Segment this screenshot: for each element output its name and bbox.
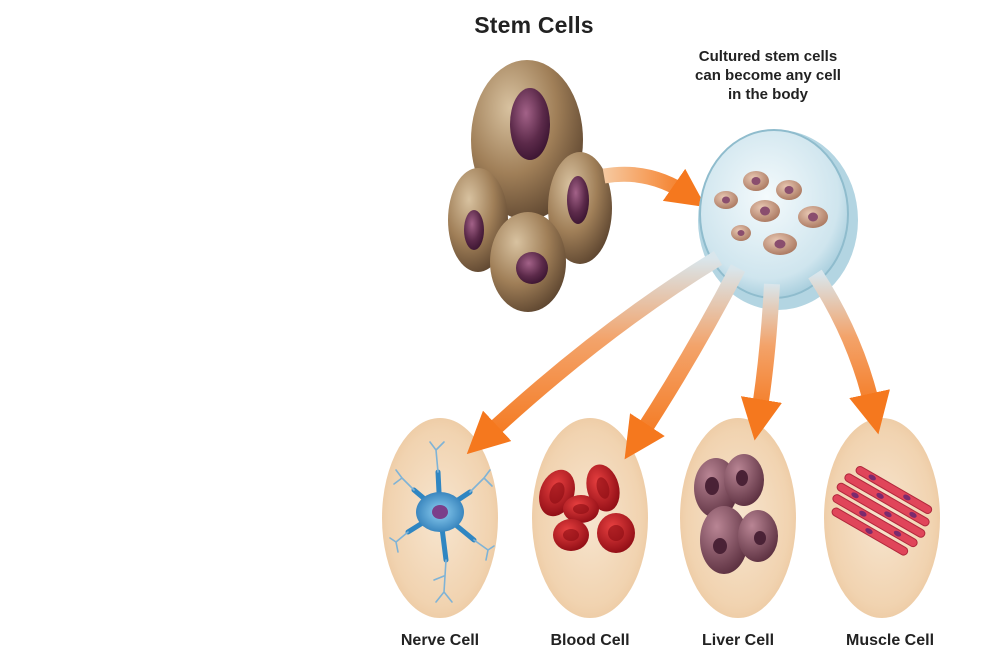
stem-cell-cluster — [448, 60, 612, 312]
nerve-cell-label: Nerve Cell — [400, 632, 480, 649]
arrow-to-liver-cell — [740, 283, 782, 441]
caption-line: can become any cell — [695, 67, 841, 84]
nerve-cell — [389, 441, 495, 603]
arrow-to-blood-cell — [624, 264, 746, 460]
blood-cell-label: Blood Cell — [550, 632, 630, 649]
arrow-to-dish — [602, 166, 706, 208]
diagram-title: Stem Cells — [474, 12, 594, 38]
cultured-cells — [714, 171, 828, 255]
stem-cell — [490, 212, 566, 312]
caption-line: Cultured stem cells — [698, 48, 838, 65]
petri-dish — [698, 129, 858, 310]
stem-cell — [548, 152, 612, 264]
muscle-cells — [831, 465, 933, 556]
arrow-to-muscle-cell — [808, 269, 890, 435]
arrow-to-nerve-cell — [466, 251, 723, 455]
caption-line: in the body — [728, 86, 808, 103]
liver-cell-label: Liver Cell — [701, 632, 775, 649]
muscle-cell-bubble — [824, 418, 940, 618]
blood-cells — [539, 464, 635, 553]
culture-caption: Cultured stem cells can become any cell … — [668, 47, 868, 104]
muscle-cell-label: Muscle Cell — [845, 632, 935, 649]
liver-cells — [694, 454, 778, 574]
